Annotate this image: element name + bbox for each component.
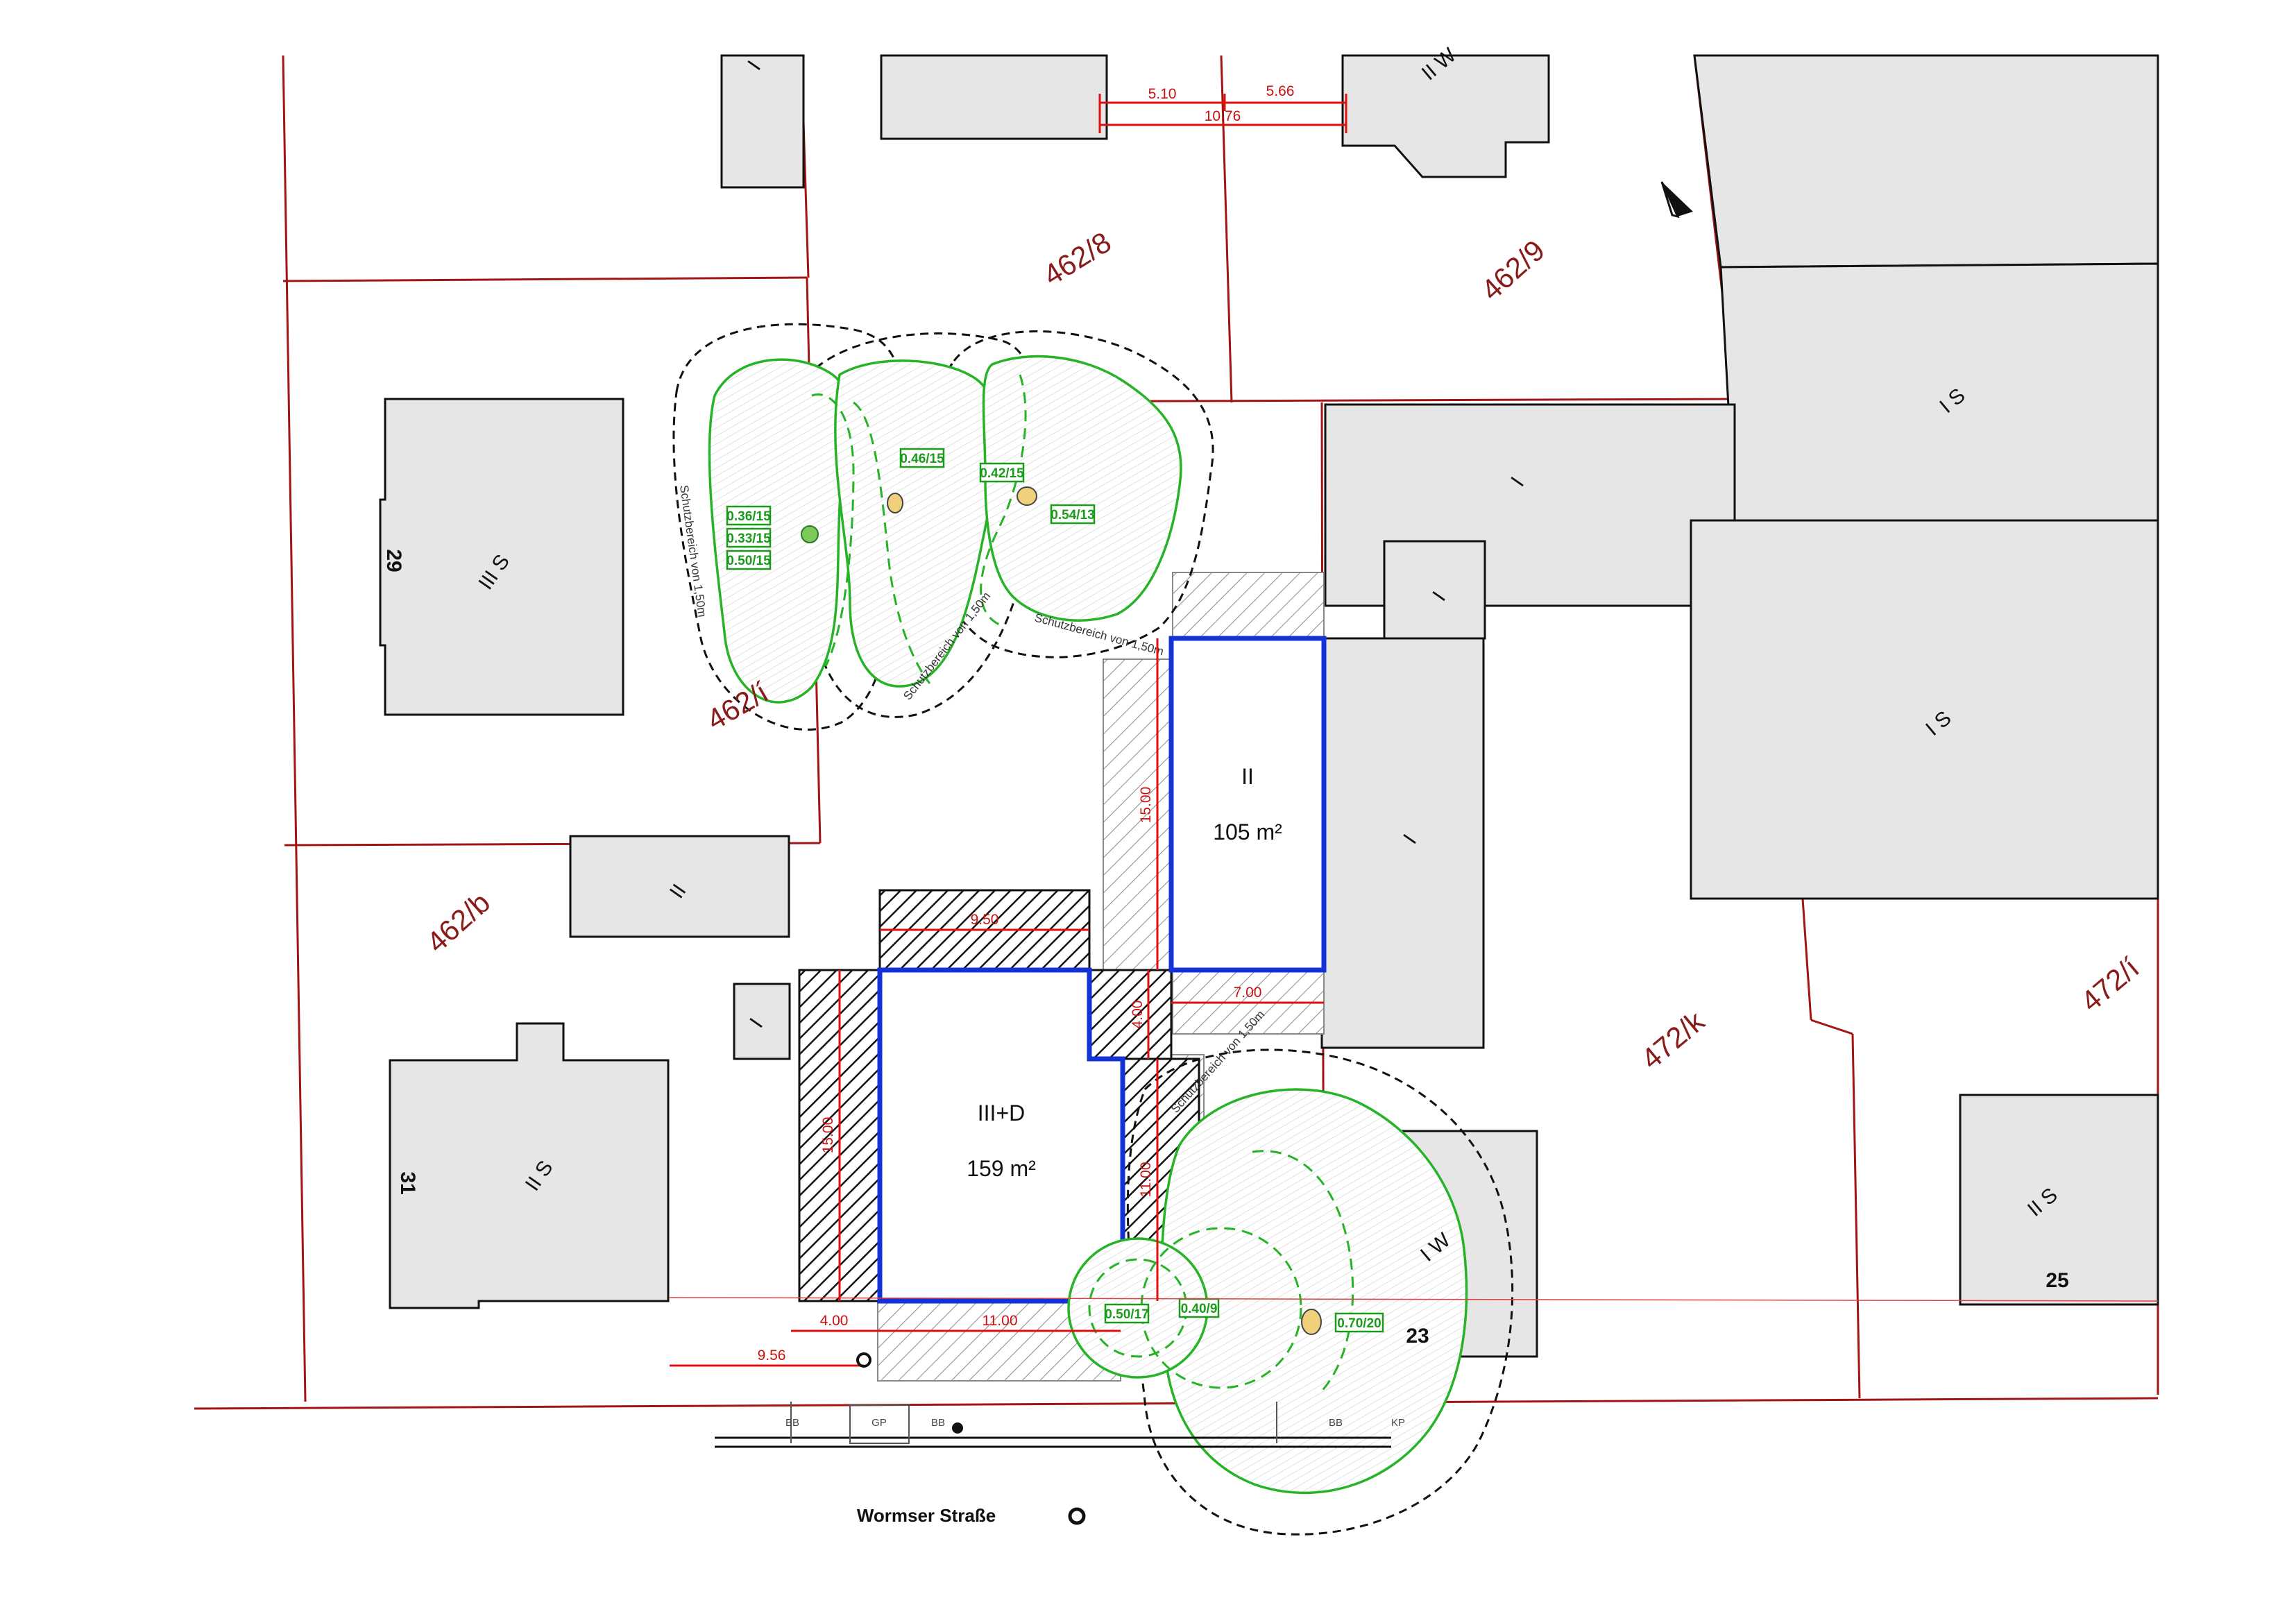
street-label-bb3: BB: [1329, 1417, 1343, 1429]
street: BB GP BB BB KP Wormser Straße: [715, 1352, 1405, 1526]
dim-top-total: 10.76: [1205, 108, 1241, 124]
tree-label-4: 0.54/13: [1051, 508, 1094, 522]
tree-trunk-2: [887, 493, 903, 513]
dimensions: 5.10 5.66 10.76 15.00 7.00 9.50 15.00 4.…: [670, 83, 1347, 1367]
dim-top-b: 5.66: [1266, 83, 1295, 99]
north-arrow-icon: [1662, 182, 1693, 216]
dim-upper-width: 7.00: [1234, 985, 1262, 1001]
street-name: Wormser Straße: [857, 1505, 996, 1526]
street-label-bb1: BB: [785, 1417, 799, 1429]
tree-label-1c: 0.50/15: [726, 554, 771, 568]
dim-top-a: 5.10: [1148, 86, 1177, 102]
new-building-lower-storeys: III+D: [978, 1101, 1025, 1125]
new-building-upper-storeys: II: [1241, 764, 1254, 789]
tree-label-5: 0.50/17: [1105, 1307, 1148, 1322]
building-left-mid: [569, 835, 790, 938]
new-buildings: II 105 m² III+D 159 m²: [877, 636, 1327, 1304]
street-marker-icon: [1068, 1507, 1086, 1525]
tree-trunks: [801, 486, 1322, 1335]
house-number-23: 23: [1406, 1325, 1429, 1348]
dim-lower-right-depth: 11.00: [1138, 1162, 1154, 1198]
existing-buildings: [379, 54, 2159, 1358]
street-label-bb2: BB: [931, 1417, 945, 1429]
dim-lower-bottom-width: 11.00: [983, 1313, 1018, 1329]
street-label-gp: GP: [871, 1417, 887, 1429]
dim-upper-depth: 15.00: [1138, 787, 1154, 824]
tree-label-2: 0.46/15: [900, 452, 944, 466]
building-29: [379, 398, 624, 716]
building-top-right: [1341, 54, 1550, 178]
building-right-big: [1690, 519, 2159, 900]
north-arrow-outline-icon: [1660, 181, 1680, 219]
parcel-472-i: 472/í: [2075, 951, 2145, 1018]
new-building-lower-area: 159 m²: [967, 1156, 1036, 1181]
building-31: [389, 1022, 670, 1309]
building-mid-right-2: [1383, 540, 1486, 640]
lamp-post-icon: [952, 1422, 963, 1434]
parcel-472-k: 472/k: [1635, 1004, 1711, 1076]
dim-left-offset-a: 4.00: [820, 1313, 849, 1329]
parcel-462-9: 462/9: [1475, 234, 1551, 307]
dim-lower-top-width: 9.50: [971, 912, 999, 928]
building-right-top: [1719, 262, 2159, 522]
new-building-lower: [877, 967, 1125, 1304]
tree-label-1b: 0.33/15: [726, 532, 771, 546]
dim-left-offset-b: 9.56: [758, 1348, 786, 1363]
manhole-icon: [856, 1352, 871, 1368]
tree-labels: 0.36/15 0.33/15 0.50/15 0.46/15 0.42/15 …: [726, 448, 1384, 1333]
tree-trunk-1: [801, 525, 819, 543]
street-label-kp: KP: [1391, 1417, 1405, 1429]
tree-label-7: 0.70/20: [1337, 1316, 1381, 1331]
trees-bottom: [1067, 1048, 1514, 1536]
building-mid-right-3: [1320, 637, 1485, 1049]
building-right-bottom: [1959, 1094, 2159, 1306]
new-building-upper-area: 105 m²: [1213, 819, 1282, 844]
dim-lower-depth: 15.00: [820, 1117, 836, 1154]
tree-label-1a: 0.36/15: [726, 509, 771, 524]
trees-top: [672, 323, 1214, 731]
building-top-mid: [880, 54, 1108, 140]
parcel-462-b: 462/b: [420, 886, 497, 959]
parcel-462-8: 462/8: [1037, 226, 1116, 292]
reference-line: [669, 1297, 2159, 1302]
tree-label-3: 0.42/15: [980, 466, 1024, 481]
tree-label-6: 0.40/9: [1181, 1302, 1218, 1316]
tree-trunk-3: [1017, 486, 1037, 506]
building-left-small: [733, 983, 791, 1060]
house-numbers: 29 31 25 23: [382, 549, 2069, 1348]
building-top-left: [720, 54, 805, 189]
house-number-29: 29: [382, 549, 405, 572]
dim-gap: 4.00: [1130, 1001, 1146, 1029]
new-building-upper: [1168, 636, 1327, 973]
house-number-31: 31: [396, 1171, 419, 1194]
building-far-top-right: [1693, 54, 2159, 269]
tree-trunk-4: [1301, 1309, 1322, 1335]
protection-label-1: Schutzbereich von 1,50m: [677, 484, 709, 618]
house-number-25: 25: [2046, 1269, 2068, 1292]
